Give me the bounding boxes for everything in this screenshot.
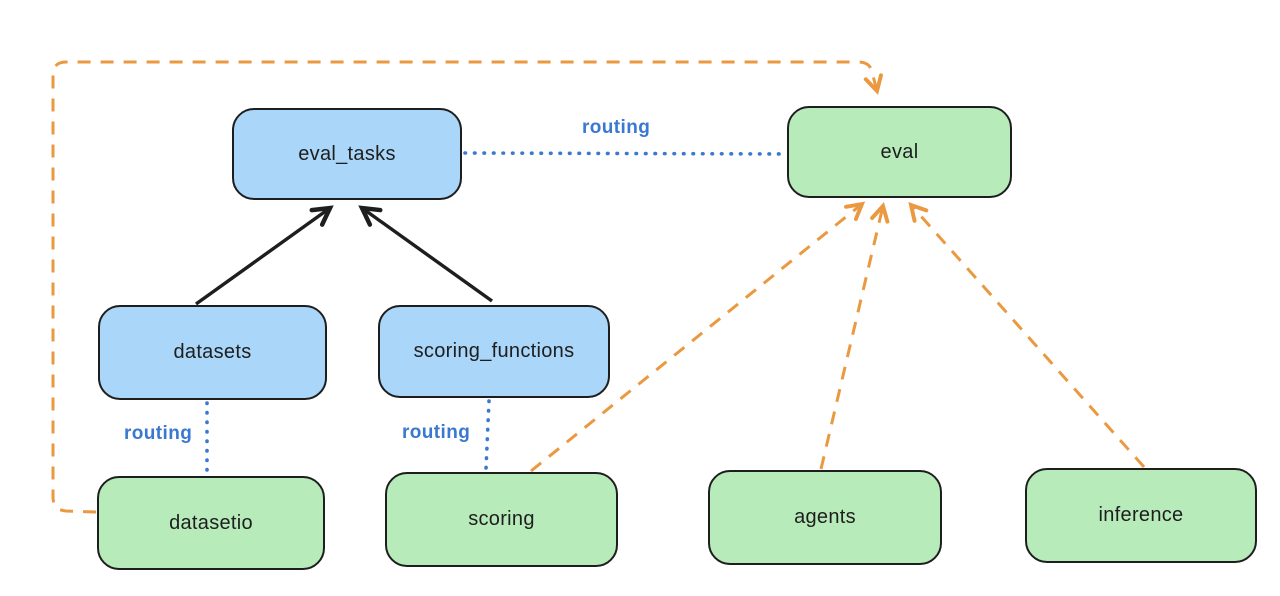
node-inference-label: inference	[1098, 504, 1184, 526]
edge-agents-to-eval	[819, 202, 890, 470]
node-datasetio-label: datasetio	[169, 511, 253, 534]
edge-eval-tasks-to-eval-routing	[463, 151, 787, 156]
routing-label-eval-tasks-eval: routing	[582, 117, 651, 138]
node-scoring-label: scoring	[468, 508, 535, 530]
node-inference: inference	[1025, 468, 1257, 563]
node-eval-tasks: eval_tasks	[232, 108, 462, 200]
node-scoring: scoring	[385, 472, 618, 567]
node-eval: eval	[787, 106, 1012, 198]
edge-scoring-functions-to-scoring-routing	[484, 399, 491, 471]
node-scoring-functions-label: scoring_functions	[413, 340, 575, 362]
routing-label-datasets-datasetio: routing	[124, 423, 193, 444]
edge-inference-to-eval	[908, 201, 1146, 468]
node-datasetio: datasetio	[97, 476, 325, 570]
node-eval-tasks-label: eval_tasks	[298, 142, 396, 165]
edge-datasetio-to-eval	[51, 60, 883, 514]
routing-label-scoring-functions-scoring: routing	[402, 422, 471, 443]
node-datasets: datasets	[98, 305, 327, 400]
node-eval-label: eval	[880, 140, 919, 163]
edge-datasets-to-eval-tasks	[195, 205, 334, 306]
node-datasets-label: datasets	[173, 341, 252, 363]
node-agents-label: agents	[794, 506, 856, 528]
node-scoring-functions: scoring_functions	[378, 305, 610, 398]
edge-scoring-functions-to-eval-tasks	[358, 205, 493, 303]
edge-scoring-to-eval	[530, 201, 866, 473]
node-agents: agents	[708, 470, 942, 565]
